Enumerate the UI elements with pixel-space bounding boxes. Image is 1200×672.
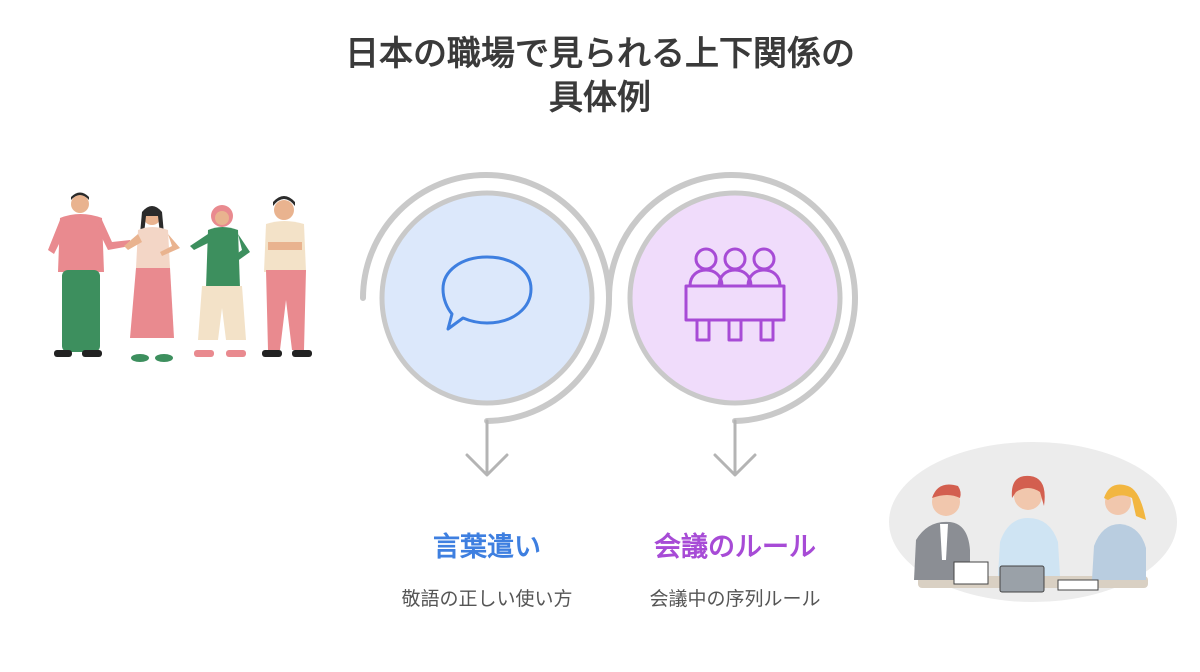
woman-right-figure <box>1092 484 1146 580</box>
group-of-coworkers-illustration <box>48 192 312 362</box>
arrow-down-right-icon <box>713 419 757 477</box>
speech-bubble-icon <box>441 255 533 331</box>
ring-left-arc <box>360 172 612 424</box>
office-meeting-illustration <box>889 442 1177 602</box>
meeting-circle <box>627 190 843 406</box>
title-line-2: 具体例 <box>549 78 651 118</box>
paper-sheet-right <box>1057 579 1099 591</box>
description-speech: 敬語の正しい使い方 <box>401 588 573 610</box>
title-line-1: 日本の職場で見られる上下関係の <box>345 34 855 74</box>
label-meeting: 会議のルール <box>654 532 816 563</box>
meeting-people-icon <box>684 247 786 342</box>
page-title: 日本の職場で見られる上下関係の 具体例 <box>0 32 1200 120</box>
description-meeting: 会議中の序列ルール <box>649 588 821 610</box>
woman-middle-figure <box>998 475 1060 576</box>
speech-circle <box>379 190 595 406</box>
person-2-figure <box>124 206 180 362</box>
paper-sheet <box>953 561 989 585</box>
person-4-figure <box>262 196 312 357</box>
label-speech: 言葉遣い <box>433 532 541 563</box>
person-3-figure <box>190 205 250 357</box>
ring-right-arc <box>606 172 858 424</box>
person-1-figure <box>48 192 130 357</box>
laptop <box>999 565 1045 593</box>
arrow-down-left-icon <box>465 419 509 477</box>
